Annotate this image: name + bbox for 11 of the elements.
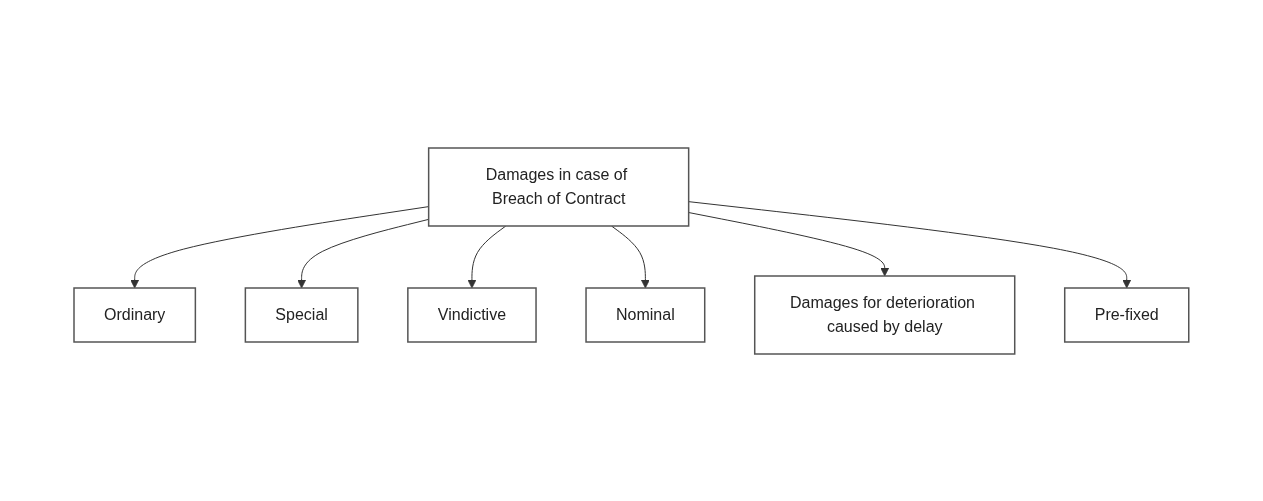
arrow	[688, 211, 890, 276]
node-box: Vindictive	[407, 286, 537, 343]
node-box: Nominal	[585, 286, 706, 343]
node-box: Ordinary	[73, 286, 197, 343]
arrow	[467, 225, 507, 288]
arrow	[611, 225, 650, 288]
node-box: Damages in case of Breach of Contract	[428, 146, 690, 227]
arrow	[688, 200, 1132, 288]
node-box: Pre-fixed	[1064, 286, 1190, 343]
node-box: Special	[244, 286, 359, 343]
node-box: Damages for deterioration caused by delay	[754, 274, 1016, 355]
